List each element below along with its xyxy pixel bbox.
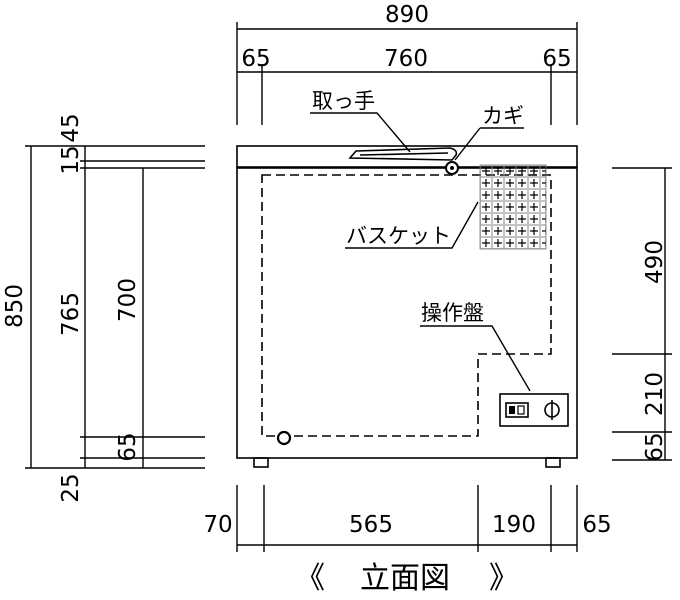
dim-overall-width: 890 bbox=[385, 2, 429, 28]
dim-bottom-right-offset: 65 bbox=[582, 512, 611, 538]
label-handle: 取っ手 bbox=[312, 89, 375, 113]
control-panel bbox=[499, 393, 569, 427]
dim-inner-width: 760 bbox=[384, 46, 428, 72]
dim-machine-room-height: 210 bbox=[642, 372, 668, 416]
foot-right bbox=[545, 457, 561, 468]
label-lock: カギ bbox=[482, 104, 524, 128]
dim-machine-room-width: 190 bbox=[492, 512, 536, 538]
dimension-lines bbox=[25, 22, 672, 552]
leader-lines bbox=[310, 112, 531, 392]
dim-basket-height: 490 bbox=[642, 240, 668, 284]
dim-machine-base-height: 65 bbox=[642, 432, 668, 461]
title-text: 立面図 bbox=[360, 561, 450, 596]
label-basket: バスケット bbox=[346, 224, 451, 248]
label-control-panel: 操作盤 bbox=[421, 301, 484, 325]
dim-foot-height: 25 bbox=[58, 473, 84, 502]
dim-bottom-left-offset: 70 bbox=[203, 512, 232, 538]
dim-base-height: 65 bbox=[115, 432, 141, 461]
handle bbox=[348, 147, 458, 161]
basket bbox=[479, 164, 547, 250]
lock-icon bbox=[445, 161, 459, 175]
dim-side-margin-right: 65 bbox=[542, 46, 571, 72]
dim-main-compartment-width: 565 bbox=[349, 512, 393, 538]
dim-lid-gap: 15 bbox=[58, 145, 84, 174]
drain-plug bbox=[276, 430, 292, 446]
interior-outline bbox=[261, 174, 552, 437]
title-right-bracket: 》 bbox=[489, 561, 519, 596]
dim-lid-thickness: 45 bbox=[58, 113, 84, 142]
dim-overall-height: 850 bbox=[2, 284, 28, 328]
dim-cabinet-height: 765 bbox=[58, 292, 84, 336]
dim-side-margin-left: 65 bbox=[241, 46, 270, 72]
foot-left bbox=[253, 457, 269, 468]
title-left-bracket: 《 bbox=[295, 561, 325, 596]
dim-interior-height: 700 bbox=[115, 278, 141, 322]
